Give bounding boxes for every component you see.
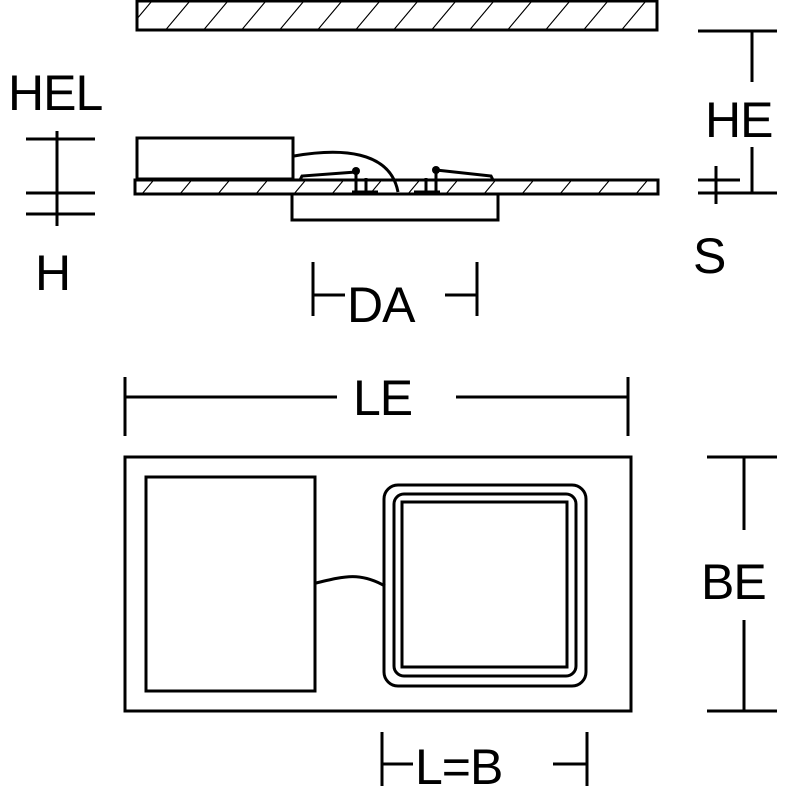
driver-box <box>135 136 295 181</box>
luminaire-inner <box>400 500 569 669</box>
label-be: BE <box>701 554 766 610</box>
luminaire-ring <box>392 492 578 678</box>
dimension-lb: L=B <box>380 732 589 795</box>
dimension-le: LE <box>123 370 630 436</box>
label-he: HE <box>705 92 772 148</box>
luminaire-body <box>290 192 500 222</box>
dimension-he-s: HE S <box>693 29 777 284</box>
side-view: HEL H HE S DA <box>8 0 777 333</box>
label-h: H <box>35 245 70 301</box>
label-le: LE <box>353 370 412 426</box>
outer-frame <box>123 455 633 713</box>
luminaire-outer <box>382 483 588 688</box>
driver-box-top <box>144 475 317 693</box>
ceiling-slab <box>135 0 659 32</box>
connection-cable-top <box>315 575 386 588</box>
label-s: S <box>693 228 725 284</box>
dimension-da: DA <box>311 262 479 333</box>
connection-cable <box>293 150 400 193</box>
label-hel: HEL <box>8 65 102 121</box>
spring-clips <box>298 166 495 194</box>
top-view: LE BE L=B <box>123 370 777 795</box>
label-da: DA <box>347 277 416 333</box>
dimension-hel-h: HEL H <box>8 65 103 301</box>
dimension-be: BE <box>701 455 777 713</box>
label-lb: L=B <box>415 739 502 795</box>
